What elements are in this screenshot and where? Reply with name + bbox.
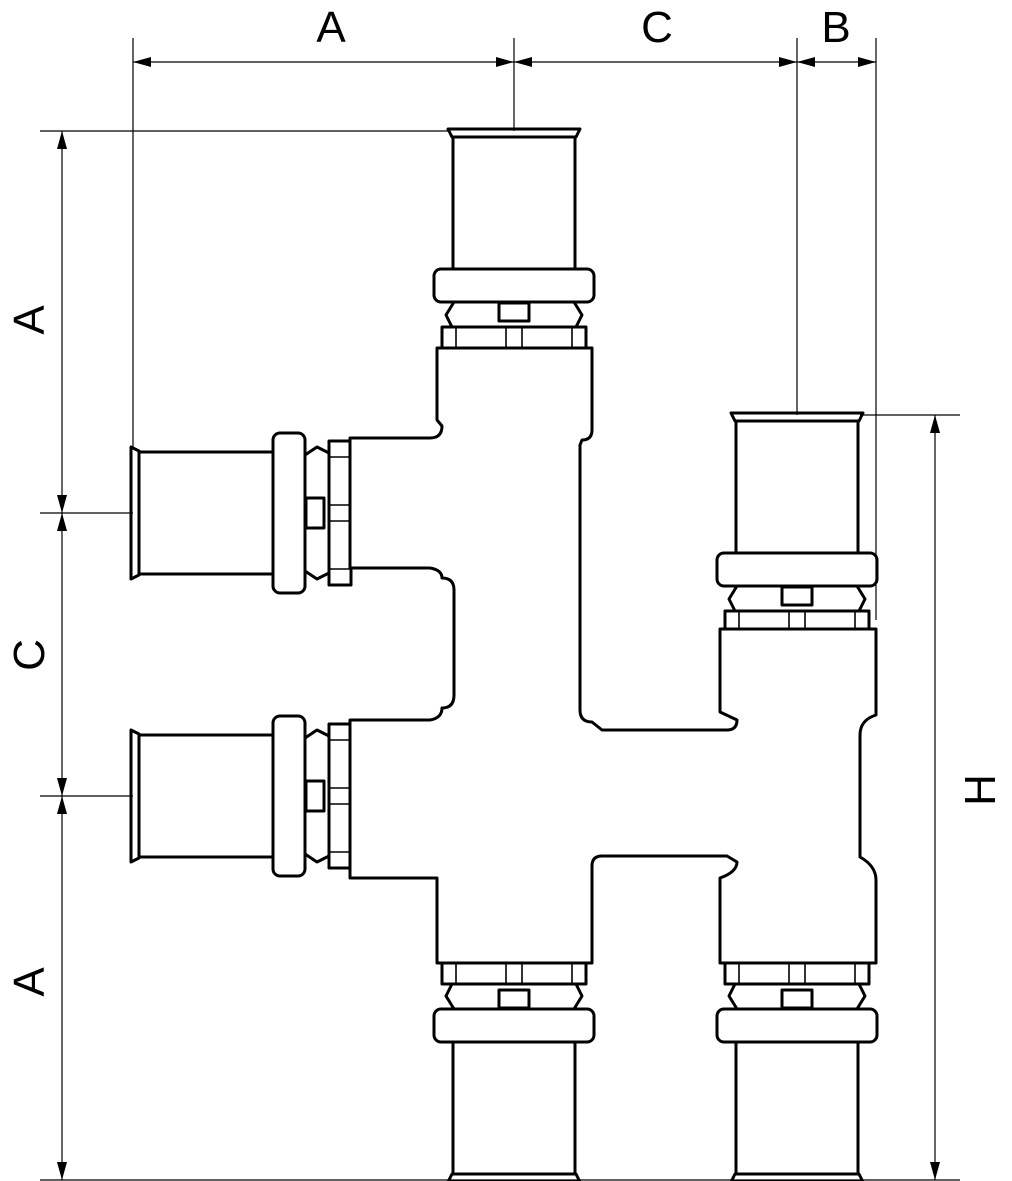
right-top-fitting [715, 411, 879, 635]
dim-label-top-b: B [821, 3, 850, 52]
arrow-left-3 [57, 513, 67, 531]
manifold-body [348, 346, 878, 965]
dim-label-top-a: A [316, 3, 346, 52]
dim-label-top-c: C [641, 3, 673, 52]
arrow-right-2 [930, 1162, 940, 1180]
arrow-top-3 [514, 57, 532, 67]
arrow-top-5 [797, 57, 815, 67]
dim-label-left-lower-a: A [5, 967, 54, 997]
left-upper-fitting [129, 431, 353, 595]
arrow-left-4 [57, 778, 67, 796]
dim-label-left-upper-a: A [5, 305, 54, 335]
arrow-right-1 [930, 415, 940, 433]
arrow-top-4 [779, 57, 797, 67]
arrow-left-2 [57, 495, 67, 513]
bottom-left-fitting [432, 960, 596, 1181]
dim-label-left-middle-c: C [5, 639, 54, 671]
top-fitting [432, 127, 596, 351]
arrow-left-5 [57, 796, 67, 814]
left-lower-fitting [129, 714, 353, 878]
arrow-top-2 [496, 57, 514, 67]
arrow-top-1 [133, 57, 151, 67]
arrow-left-1 [57, 131, 67, 149]
dim-label-right-h: H [956, 774, 1005, 806]
arrow-top-6 [858, 57, 876, 67]
arrow-left-6 [57, 1162, 67, 1180]
bottom-right-fitting [715, 960, 879, 1181]
